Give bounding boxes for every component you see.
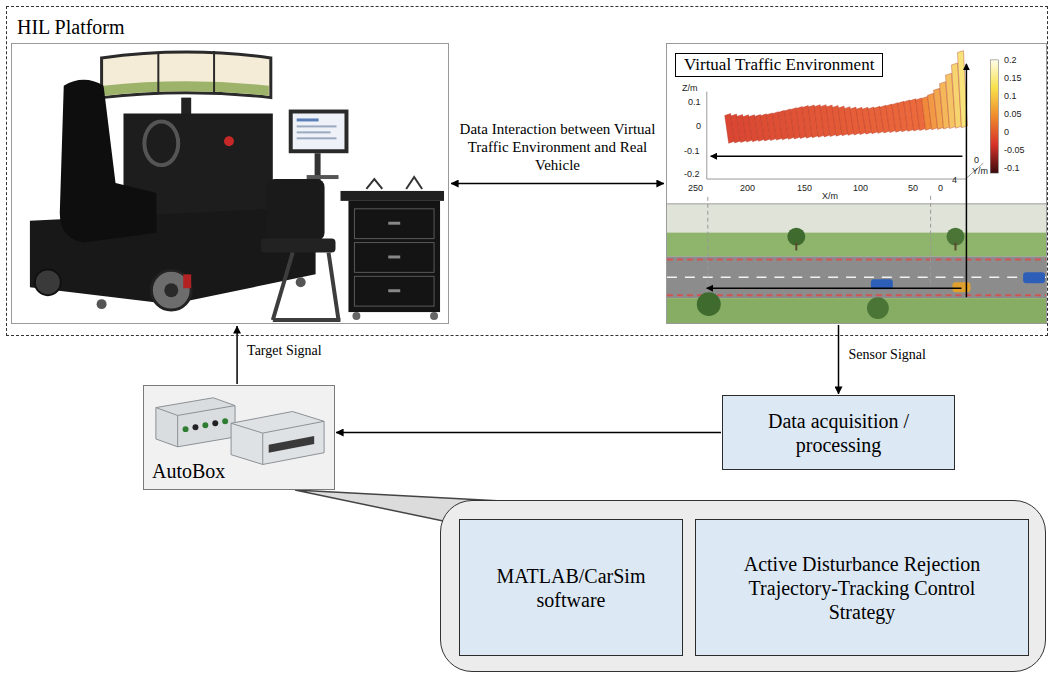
process-label: Active Disturbance Rejection Trajectory-…	[740, 552, 985, 624]
frame-title: HIL Platform	[17, 15, 1037, 39]
signal-arrow	[336, 432, 721, 434]
signal-arrow	[236, 326, 238, 384]
process-box: MATLAB/CarSim software	[459, 519, 683, 656]
panel-title: Virtual Traffic Environment	[675, 53, 883, 77]
virtual-environment-panel: Virtual Traffic Environment	[666, 43, 1047, 324]
autobox-unit: AutoBox	[143, 385, 335, 490]
process-box: Active Disturbance Rejection Trajectory-…	[695, 519, 1029, 656]
process-label: Data acquisition / processing	[733, 409, 944, 457]
signal-label: Target Signal	[247, 343, 322, 360]
process-label: MATLAB/CarSim software	[470, 564, 672, 612]
driving-simulator-illustration	[12, 44, 448, 323]
process-box: Data acquisition / processing	[722, 395, 955, 470]
traffic-plot-illustration	[667, 44, 1046, 323]
signal-arrow	[451, 183, 664, 185]
device-label: AutoBox	[152, 459, 225, 483]
signal-label: Sensor Signal	[849, 347, 926, 364]
hil-platform-frame: HIL PlatformVirtual Traffic Environment	[6, 6, 1048, 336]
software-bubble: MATLAB/CarSim software Active Disturbance…	[440, 500, 1046, 672]
simulator-photo	[11, 43, 449, 324]
signal-label: Data Interaction between Virtual Traffic…	[458, 120, 658, 174]
